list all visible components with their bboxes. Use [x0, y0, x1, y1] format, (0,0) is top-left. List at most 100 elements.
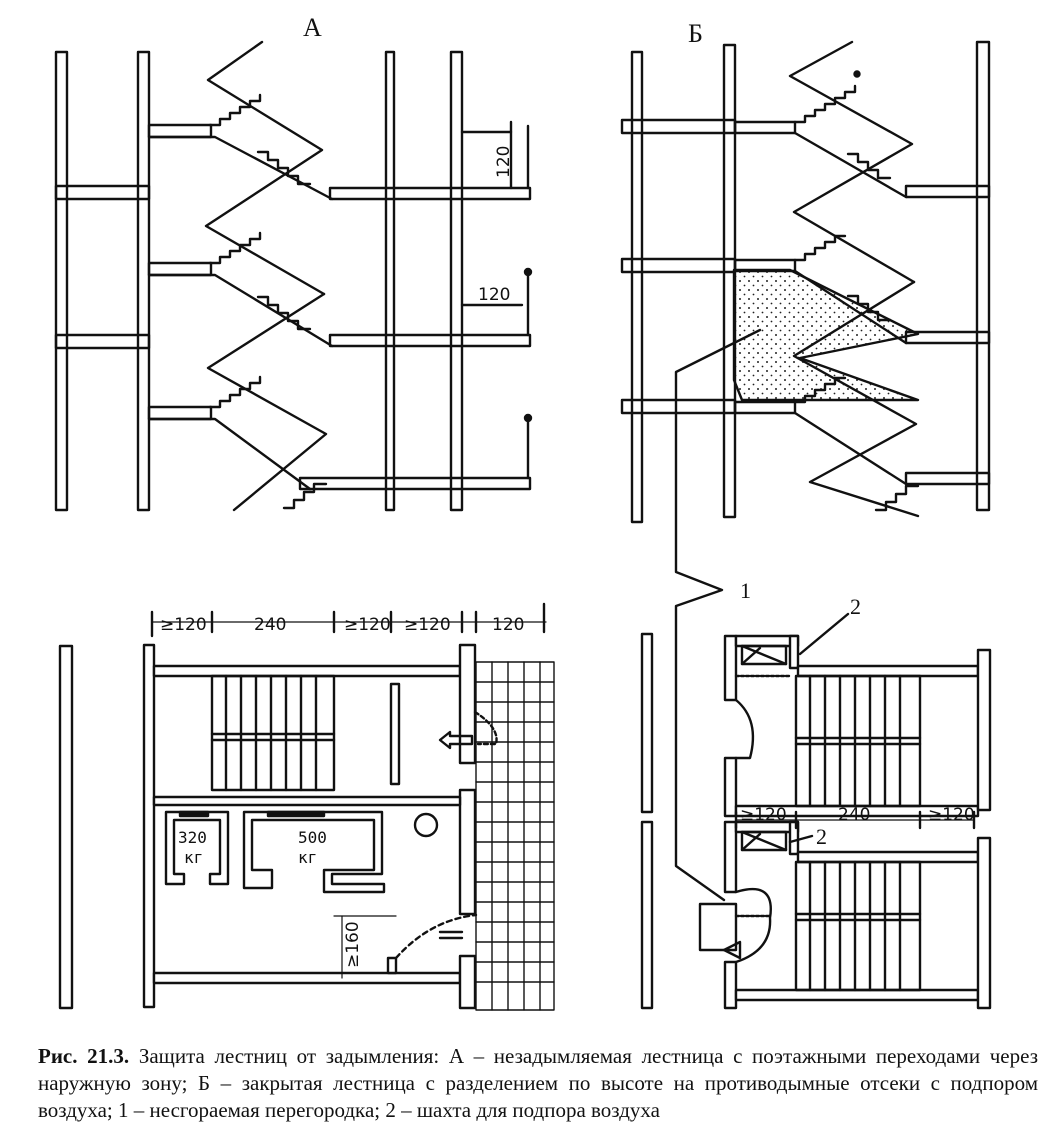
plan-b-wall-far-left-lower: [640, 820, 654, 1010]
caption-lead: Рис. 21.3.: [38, 1044, 130, 1068]
plan-a-dim-3: ≥120: [344, 615, 391, 635]
plan-a-dim-2: 240: [254, 615, 286, 635]
leader-2-bottom: [788, 834, 814, 844]
section-b-column-left: [630, 50, 644, 524]
plan-b-wall-left-lower: [723, 820, 738, 894]
section-a-floor-2: [328, 333, 532, 348]
section-a-floor-1: [328, 186, 532, 201]
plan-b-stair-upper: [794, 674, 922, 808]
label-partition-1: 1: [740, 578, 751, 603]
section-b-landing-1: [733, 120, 797, 135]
section-b: [620, 40, 991, 902]
plan-a-wall-right-upper: [458, 643, 477, 765]
section-b-flight-1: [793, 131, 908, 199]
section-a-dim-lower: 120: [478, 285, 510, 305]
lift-small-unit: кг: [184, 848, 203, 867]
plan-b-shaft-top: [734, 634, 800, 648]
figure-drawing: А 120 120 Б: [54, 13, 992, 1011]
plan-a-column-circle: [413, 812, 439, 838]
section-b-flight-3: [793, 411, 908, 486]
plan-a: [58, 602, 555, 1011]
section-b-slab-outer-2: [620, 257, 737, 274]
plan-b-shaft-right: [788, 634, 800, 670]
lift-shaft-small: [164, 810, 230, 886]
plan-b-wall-right-lower: [976, 836, 992, 1010]
plan-b-wall-left-mid: [723, 756, 738, 818]
section-a-column-left: [54, 50, 69, 512]
section-b-slab-outer-3: [620, 398, 737, 415]
label-b: Б: [688, 19, 703, 48]
plan-b-dim-3: ≥120: [928, 805, 975, 825]
section-a-steps-1: [208, 93, 262, 127]
lift-large-capacity: 500: [298, 828, 327, 847]
section-a-flight-3: [147, 417, 312, 491]
plan-a-wall-far-left: [58, 644, 74, 1010]
section-b-steps-6: [874, 484, 920, 512]
section-a-column-right: [449, 50, 464, 512]
section-b-landing-3: [733, 400, 797, 415]
section-a-steps-4: [256, 150, 312, 186]
section-b-flight-2: [793, 269, 908, 345]
section-a-steps-2: [208, 231, 262, 265]
lift-large-unit: кг: [298, 848, 317, 867]
section-b-slab-outer-1: [620, 118, 737, 135]
plan-a-exit-arrow: [438, 730, 474, 750]
section-b-zigzag-1: [788, 40, 916, 284]
outdoor-balcony-grid: [475, 661, 555, 1011]
plan-b: [640, 612, 992, 1010]
section-b-steps-5: [846, 294, 892, 322]
plan-b-door-lower: [734, 887, 772, 964]
partition-leader: [674, 328, 762, 902]
plan-b-wall-top: [796, 664, 980, 678]
section-b-steps-2: [793, 234, 847, 262]
plan-b-shaft-right-2: [788, 820, 800, 856]
label-air-shaft-2-top: 2: [850, 594, 861, 619]
section-a-column-inner: [136, 50, 151, 512]
section-a-slab-outer-2: [54, 333, 151, 350]
plan-b-dim-2: 240: [838, 805, 870, 825]
section-a-landing-1: [147, 123, 213, 139]
section-b-column-right: [975, 40, 991, 512]
plan-a-wall-top: [152, 664, 462, 678]
plan-a-wall-right-lower: [458, 954, 477, 1010]
plan-a-partition: [389, 682, 401, 786]
plan-a-partition-low: [386, 956, 398, 975]
section-a-steps-6: [282, 482, 328, 510]
plan-b-vestibule: [698, 902, 738, 952]
section-a-steps-5: [256, 295, 312, 331]
plan-b-exit-arrow: [722, 940, 742, 960]
plan-a-dim-5: 120: [492, 615, 524, 635]
section-a-zigzag-2: [206, 292, 328, 512]
lift-small-capacity: 320: [178, 828, 207, 847]
section-a-column-middle: [384, 50, 396, 512]
plan-b-door-upper: [734, 698, 755, 760]
section-b-floor-3: [904, 471, 991, 486]
section-a-slab-outer-1: [54, 184, 151, 201]
section-a-zigzag-1: [204, 40, 326, 296]
section-a-flight-1: [147, 135, 334, 201]
plan-a-wall-left: [142, 643, 156, 1009]
section-a-landing-3: [147, 405, 213, 421]
section-b-floor-2: [904, 330, 991, 345]
plan-b-wall-far-left-upper: [640, 632, 654, 814]
plan-b-wall-left-top: [723, 634, 738, 702]
figure-caption: Рис. 21.3. Защита лестниц от задымления:…: [38, 1043, 1038, 1124]
leader-2-top: [798, 612, 850, 656]
plan-b-wall-left-bottom: [723, 960, 738, 1010]
plan-a-dim-vertical: ≥160: [343, 921, 363, 968]
section-b-steps-3: [793, 376, 847, 404]
section-b-floor-1: [904, 184, 991, 199]
section-b-zigzag-2: [792, 280, 920, 518]
section-a-steps-3: [208, 375, 262, 409]
plan-b-wall-top-2: [796, 850, 980, 864]
section-a-flight-2: [147, 273, 334, 348]
plan-a-dim-1: ≥120: [160, 615, 207, 635]
lift-shaft-large: [242, 810, 386, 894]
plan-a-door-upper: [473, 710, 498, 746]
section-b-steps-1: [793, 84, 857, 124]
section-a-floor-3: [298, 476, 532, 491]
section-a-dim-upper: 120: [494, 146, 514, 178]
plan-a-wall-right-middle: [458, 788, 477, 916]
section-b-column-inner: [722, 43, 737, 519]
plan-b-dim-1: ≥120: [740, 805, 787, 825]
